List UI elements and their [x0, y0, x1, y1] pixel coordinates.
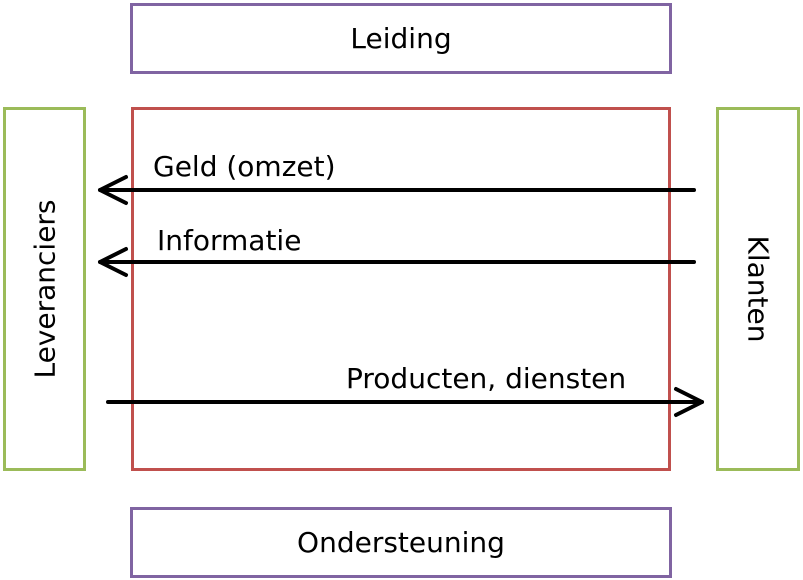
ondersteuning-label: Ondersteuning: [297, 526, 505, 559]
producten-flow-arrow: [106, 387, 704, 417]
ondersteuning-box: Ondersteuning: [130, 507, 672, 578]
klanten-box: Klanten: [716, 107, 800, 471]
geld-flow-label: Geld (omzet): [153, 150, 336, 183]
leiding-label: Leiding: [350, 22, 452, 55]
leiding-box: Leiding: [130, 3, 672, 74]
organisation-box: [131, 107, 671, 471]
informatie-flow-label: Informatie: [157, 224, 302, 257]
informatie-flow-arrow: [98, 247, 696, 277]
leveranciers-box: Leveranciers: [3, 107, 86, 471]
producten-flow-label: Producten, diensten: [346, 362, 627, 395]
geld-flow-arrow: [98, 175, 696, 205]
